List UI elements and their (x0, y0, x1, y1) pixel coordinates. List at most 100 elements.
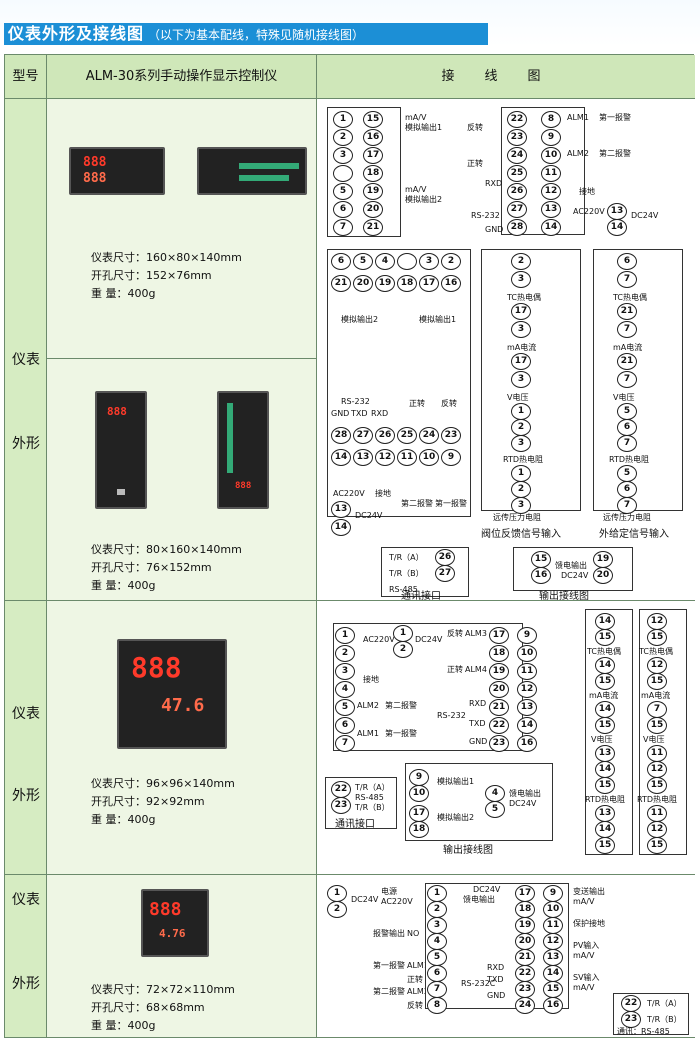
signal-label: TC热电偶 (507, 293, 542, 302)
terminal: 5 (427, 949, 447, 966)
terminal: 16 (441, 275, 461, 292)
terminal: 17 (409, 805, 429, 822)
signal-label: 反转 (467, 123, 483, 132)
weight-spec: 重 量：400g (91, 1019, 156, 1032)
signal-label: RTD热电阻 (585, 795, 626, 804)
terminal: 17 (515, 885, 535, 902)
signal-label: AC220V (573, 207, 605, 216)
signal-label: 正转 (407, 975, 423, 984)
terminal: 27 (507, 201, 527, 218)
terminal: 11 (517, 663, 537, 680)
signal-label: SV输入 (573, 973, 600, 982)
terminal: 10 (541, 147, 561, 164)
terminal: 1 (335, 627, 355, 644)
terminal: 20 (593, 567, 613, 584)
signal-label: 第一报警 (599, 113, 631, 122)
terminal: 7 (617, 497, 637, 514)
spec-table: 型号 ALM-30系列手动操作显示控制仪 接线图 仪表 外形 仪表 外形 仪表 … (4, 54, 695, 1038)
terminal: 15 (647, 717, 667, 734)
signal-label: TC热电偶 (639, 647, 674, 656)
type-label: 外形 (12, 436, 40, 452)
signal-label: RXD (487, 963, 505, 972)
terminal: 24 (515, 997, 535, 1014)
terminal: 3 (511, 321, 531, 338)
terminal: 20 (363, 201, 383, 218)
signal-label: mA/V (573, 983, 595, 992)
terminal: 10 (517, 645, 537, 662)
terminal: 19 (375, 275, 395, 292)
instrument-vertical-1: 888 (95, 391, 147, 509)
wiring-cell-1: 1 2 3 5 6 7 15 16 17 18 19 20 21 mA/V 模拟… (317, 99, 695, 602)
terminal: 25 (397, 427, 417, 444)
terminal: 12 (647, 613, 667, 630)
terminal: 20 (489, 681, 509, 698)
signal-label: 第一报警 (373, 961, 405, 970)
type-label: 仪表 (12, 706, 40, 722)
signal-label: ALM1 (407, 961, 429, 970)
signal-label: 反转 (447, 629, 463, 638)
terminal: 14 (595, 701, 615, 718)
signal-label: 电源 (381, 887, 397, 896)
header-wiring: 接线图 (317, 55, 695, 99)
terminal: 19 (593, 551, 613, 568)
terminal: 14 (541, 219, 561, 236)
terminal: 9 (441, 449, 461, 466)
signal-label: DC24V (631, 211, 659, 220)
signal-label: mA/V (405, 113, 427, 122)
terminal: 2 (511, 253, 531, 270)
signal-label: DC24V (509, 799, 537, 808)
photo-cell-2: 888 888 仪表尺寸：80×160×140mm 开孔尺寸：76×152mm … (47, 359, 317, 601)
signal-label: DC24V (473, 885, 501, 894)
cutout-spec: 开孔尺寸：76×152mm (91, 561, 212, 574)
terminal: 6 (335, 717, 355, 734)
terminal: 15 (647, 673, 667, 690)
signal-label: 第一报警 (435, 499, 467, 508)
terminal: 12 (647, 761, 667, 778)
terminal: 5 (353, 253, 373, 270)
terminal: 15 (647, 777, 667, 794)
panel-caption: 阀位反馈信号输入 (481, 529, 561, 540)
terminal: 19 (363, 183, 383, 200)
terminal (333, 165, 353, 182)
terminal: 28 (507, 219, 527, 236)
type-label: 仪表 (12, 892, 40, 908)
signal-label: 模拟输出1 (419, 315, 457, 324)
terminal: 21 (617, 353, 637, 370)
terminal: 9 (541, 129, 561, 146)
terminal: 15 (595, 837, 615, 854)
terminal: 13 (607, 203, 627, 220)
signal-label: RS-232C (461, 979, 496, 988)
signal-label: RS-485 (389, 585, 418, 594)
cutout-spec: 开孔尺寸：92×92mm (91, 795, 205, 808)
led-display: 888 (149, 899, 182, 920)
signal-label: 第二报警 (373, 987, 405, 996)
terminal: 18 (515, 901, 535, 918)
terminal: 19 (489, 663, 509, 680)
terminal: 2 (393, 641, 413, 658)
signal-label: V电压 (591, 735, 613, 744)
size-spec: 仪表尺寸：96×96×140mm (91, 777, 235, 790)
terminal: 7 (333, 219, 353, 236)
terminal: 16 (543, 997, 563, 1014)
signal-label: RXD (485, 179, 503, 188)
header-model: 型号 (5, 55, 47, 99)
signal-label: T/R（B） (647, 1015, 682, 1024)
wiring-cell-2: 1 2 3 4 5 6 7 AC220V 1 2 DC24V 接地 ALM2 第… (317, 601, 695, 875)
terminal: 15 (595, 629, 615, 646)
signal-label: V电压 (613, 393, 635, 402)
terminal: 16 (517, 735, 537, 752)
terminal: 6 (617, 419, 637, 436)
terminal: 6 (617, 253, 637, 270)
terminal: 24 (507, 147, 527, 164)
size-spec: 仪表尺寸：80×160×140mm (91, 543, 242, 556)
terminal: 12 (517, 681, 537, 698)
terminal: 2 (441, 253, 461, 270)
terminal: 5 (617, 465, 637, 482)
terminal: 12 (543, 933, 563, 950)
type-label: 外形 (12, 976, 40, 992)
output-wiring-panel (405, 763, 553, 841)
signal-label: ALM4 (465, 665, 487, 674)
terminal: 14 (595, 761, 615, 778)
terminal: 4 (427, 933, 447, 950)
terminal-block-vertical (327, 249, 471, 517)
